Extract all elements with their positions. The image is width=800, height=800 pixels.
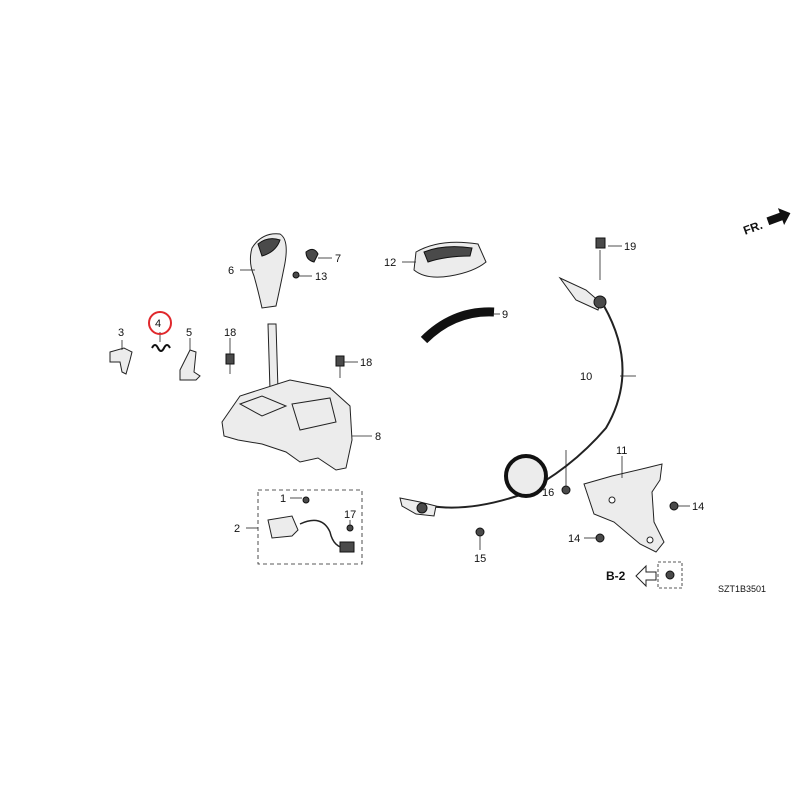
- part-15-nut: [475, 527, 485, 550]
- part-18-bolt-right: [335, 355, 358, 378]
- part-13-screw: [292, 271, 312, 279]
- highlight-ring: [148, 311, 172, 335]
- sensor-assembly-group: [246, 489, 363, 565]
- part-9-arc-trim: [420, 307, 500, 344]
- callout-4[interactable]: 4: [155, 318, 161, 330]
- part-3-lever: [109, 340, 133, 375]
- callout-16[interactable]: 16: [542, 487, 554, 499]
- callout-2[interactable]: 2: [234, 523, 240, 535]
- part-7-clip: [305, 248, 332, 263]
- front-direction-marker: FR.: [741, 208, 791, 238]
- callout-19[interactable]: 19: [624, 241, 636, 253]
- ref-arrow-icon: [635, 564, 657, 588]
- callout-13[interactable]: 13: [315, 271, 327, 283]
- callout-18-left[interactable]: 18: [224, 327, 236, 339]
- part-16-nut: [561, 450, 571, 495]
- part-14-nut-left: [584, 533, 605, 543]
- callout-17[interactable]: 17: [344, 509, 356, 521]
- part-14-nut-right: [669, 501, 690, 511]
- callout-5[interactable]: 5: [186, 327, 192, 339]
- callout-14-right[interactable]: 14: [692, 501, 704, 513]
- callout-14-left[interactable]: 14: [568, 533, 580, 545]
- callout-18-right[interactable]: 18: [360, 357, 372, 369]
- callout-11[interactable]: 11: [616, 445, 627, 457]
- part-10-shift-cable: [399, 276, 636, 517]
- callout-6[interactable]: 6: [228, 265, 234, 277]
- reference-b2: B-2: [606, 561, 683, 589]
- part-19-bolt: [595, 237, 622, 280]
- callout-1[interactable]: 1: [280, 493, 286, 505]
- diagram-code: SZT1B3501: [718, 584, 766, 594]
- part-11-bracket: [583, 456, 665, 553]
- part-5-bracket: [179, 338, 201, 381]
- callout-3[interactable]: 3: [118, 327, 124, 339]
- part-6-shift-knob: [240, 233, 287, 309]
- callout-8[interactable]: 8: [375, 431, 381, 443]
- part-8-shifter-base: [221, 323, 372, 471]
- callout-10[interactable]: 10: [580, 371, 592, 383]
- callout-7[interactable]: 7: [335, 253, 341, 265]
- front-arrow-icon: [766, 208, 791, 226]
- front-label: FR.: [741, 218, 764, 238]
- callout-9[interactable]: 9: [502, 309, 508, 321]
- part-12-indicator-panel: [402, 241, 487, 278]
- ref-label[interactable]: B-2: [606, 569, 626, 583]
- part-18-bolt-left: [225, 338, 235, 374]
- callout-12[interactable]: 12: [384, 257, 396, 269]
- callout-15[interactable]: 15: [474, 553, 486, 565]
